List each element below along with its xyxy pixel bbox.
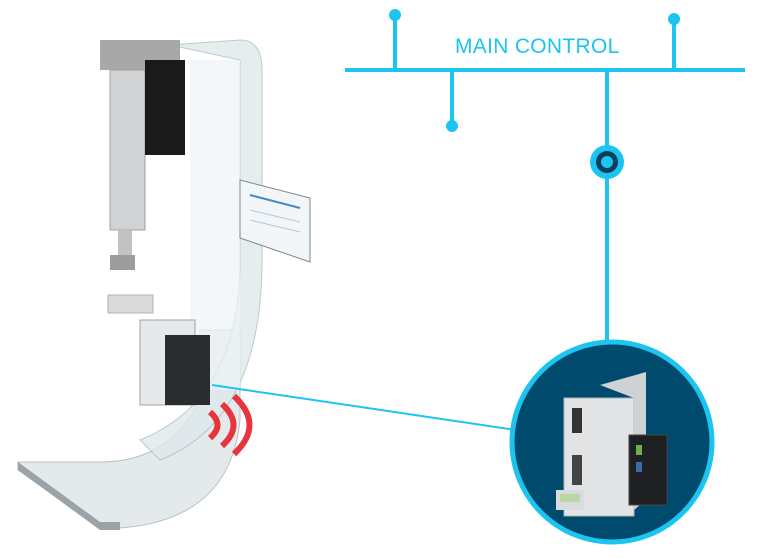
main-control-bus xyxy=(345,9,745,345)
connector-line xyxy=(211,384,517,431)
product-callout-circle xyxy=(509,339,715,545)
hmi-screen xyxy=(239,179,311,263)
node-connector-icon xyxy=(590,145,624,179)
wireless-signal-icon xyxy=(207,393,253,457)
main-control-label: MAIN CONTROL xyxy=(455,35,620,58)
linear-actuator xyxy=(100,40,185,314)
servo-drive-on-stand xyxy=(139,319,210,406)
